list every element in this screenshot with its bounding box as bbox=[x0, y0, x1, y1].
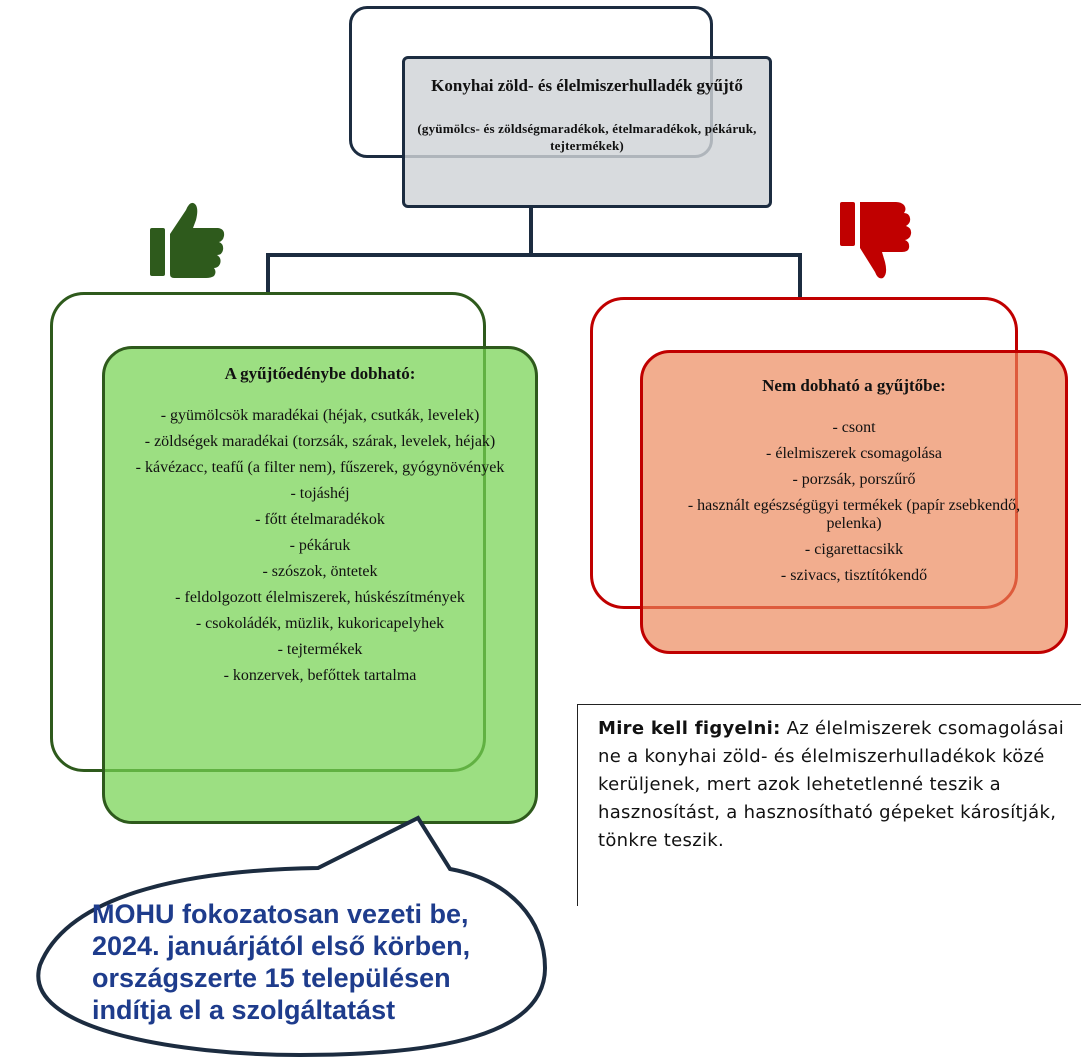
list-item: - szószok, öntetek bbox=[262, 563, 378, 580]
list-item: - pékáruk bbox=[289, 537, 351, 554]
allowed-box: A gyűjtőedénybe dobható: - gyümölcsök ma… bbox=[102, 346, 538, 824]
allowed-list: - gyümölcsök maradékai (héjak, csutkák, … bbox=[105, 407, 535, 685]
list-item: - zöldségek maradékai (torzsák, szárak, … bbox=[144, 433, 496, 450]
list-item: - kávézacc, teafű (a filter nem), fűszer… bbox=[135, 459, 505, 476]
list-item: - konzervek, befőttek tartalma bbox=[223, 667, 417, 684]
forbidden-title: Nem dobható a gyűjtőbe: bbox=[762, 376, 946, 395]
list-item: - cigarettacsikk bbox=[804, 541, 904, 558]
category-title: Konyhai zöld- és élelmiszerhulladék gyűj… bbox=[431, 76, 743, 95]
list-item: - tojáshéj bbox=[290, 485, 350, 502]
thumbs-down-icon bbox=[840, 202, 912, 279]
list-item: - tejtermékek bbox=[277, 641, 363, 658]
thumbs-up-icon bbox=[150, 202, 225, 278]
bubble-text: MOHU fokozatosan vezeti be, 2024. január… bbox=[92, 899, 471, 1025]
note-text: Az élelmiszerek csomagolásai ne a konyha… bbox=[598, 718, 1065, 851]
list-item: - élelmiszerek csomagolása bbox=[766, 445, 942, 462]
list-item: - szivacs, tisztítókendő bbox=[780, 567, 928, 584]
list-item: - használt egészségügyi termékek (papír … bbox=[687, 497, 1021, 532]
top-category-box: Konyhai zöld- és élelmiszerhulladék gyűj… bbox=[402, 56, 772, 208]
list-item: - főtt ételmaradékok bbox=[255, 511, 385, 528]
list-item: - csont bbox=[832, 419, 876, 436]
category-subtitle: (gyümölcs- és zöldségmaradékok, ételmara… bbox=[417, 121, 757, 153]
note-label: Mire kell figyelni: bbox=[598, 718, 781, 739]
list-item: - csokoládék, müzlik, kukoricapelyhek bbox=[195, 615, 445, 632]
allowed-title: A gyűjtőedénybe dobható: bbox=[224, 364, 416, 383]
forbidden-list: - csont - élelmiszerek csomagolása - por… bbox=[643, 419, 1065, 585]
list-item: - gyümölcsök maradékai (héjak, csutkák, … bbox=[160, 407, 480, 424]
forbidden-box: Nem dobható a gyűjtőbe: - csont - élelmi… bbox=[640, 350, 1068, 654]
list-item: - feldolgozott élelmiszerek, húskészítmé… bbox=[175, 589, 465, 606]
list-item: - porzsák, porszűrő bbox=[792, 471, 916, 488]
note-box: Mire kell figyelni: Az élelmiszerek csom… bbox=[577, 704, 1081, 906]
